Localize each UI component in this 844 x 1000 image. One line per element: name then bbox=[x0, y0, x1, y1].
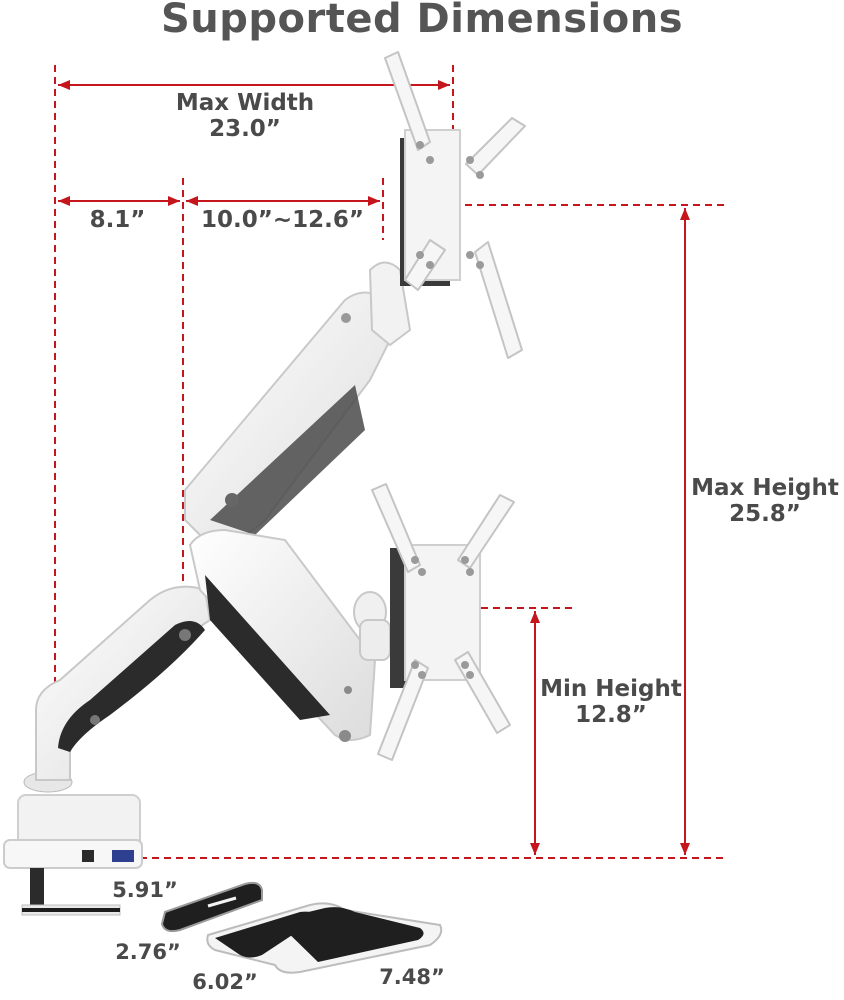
base-dim-d: 7.48” bbox=[379, 965, 445, 989]
min-height-label: Min Height 12.8” bbox=[536, 676, 686, 729]
base-dim-b: 2.76” bbox=[115, 940, 181, 964]
page-title: Supported Dimensions bbox=[160, 0, 684, 42]
pole-offset-label: 8.1” bbox=[89, 207, 146, 233]
max-height-value: 25.8” bbox=[729, 501, 801, 528]
max-height-label: Max Height 25.8” bbox=[690, 475, 840, 528]
arm-reach-label: 10.0”~12.6” bbox=[201, 207, 364, 233]
max-width-title: Max Width bbox=[175, 90, 315, 116]
max-height-title: Max Height bbox=[691, 475, 839, 501]
second-arm bbox=[188, 528, 391, 742]
upper-arm bbox=[184, 261, 412, 542]
base-plate-pads bbox=[160, 881, 443, 974]
max-width-label: Max Width 23.0” bbox=[150, 90, 340, 143]
clamp-base bbox=[3, 771, 143, 916]
base-dim-a: 5.91” bbox=[112, 878, 178, 902]
base-dim-c: 6.02” bbox=[192, 970, 258, 994]
dimension-lines bbox=[54, 65, 728, 859]
vesa-plate-bottom bbox=[371, 483, 515, 761]
arrow-heads bbox=[58, 80, 690, 855]
min-height-value: 12.8” bbox=[575, 702, 647, 729]
min-height-title: Min Height bbox=[540, 676, 682, 702]
max-width-value: 23.0” bbox=[209, 116, 281, 143]
vesa-plate-top bbox=[384, 51, 526, 359]
lower-arm bbox=[35, 585, 212, 781]
